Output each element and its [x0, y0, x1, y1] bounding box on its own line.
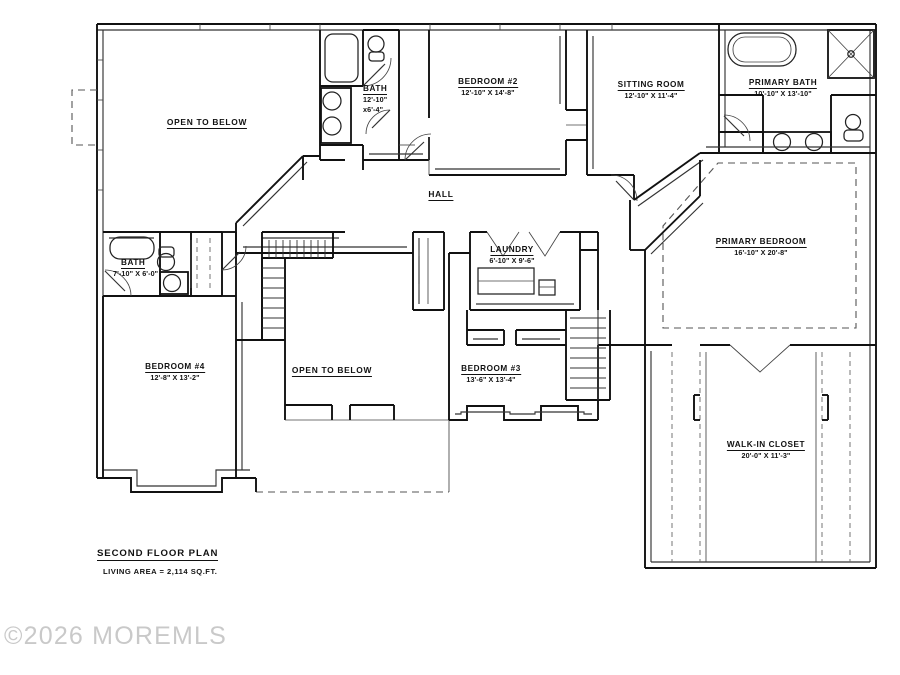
- room-name: BEDROOM #4: [145, 362, 205, 374]
- room-dimensions: 7'-10" X 6'-0": [113, 269, 159, 279]
- room-name: HALL: [428, 189, 454, 202]
- bedroom-3: [448, 252, 566, 346]
- upper-bath: [319, 29, 432, 170]
- room-name: BEDROOM #2: [458, 77, 518, 89]
- upper-left-open-to-below: [71, 24, 613, 227]
- plan-title: SECOND FLOOR PLAN: [97, 548, 219, 561]
- room-dimensions: 12'-10" X 14'-8": [461, 88, 515, 98]
- room-dimensions: 6'-10" X 9'-6": [489, 256, 535, 266]
- left-bath: [103, 231, 247, 297]
- room-dimensions: 16'-10" X 20'-8": [734, 248, 788, 258]
- hall-and-stairs: [235, 156, 445, 341]
- room-name: BEDROOM #3: [461, 364, 521, 376]
- room-name: BATH: [363, 84, 388, 96]
- room-name: PRIMARY BATH: [748, 78, 818, 90]
- lower-stairs: [565, 310, 611, 401]
- room-label-walk-in-closet: WALK-IN CLOSET 20'-0" X 11'-3": [726, 440, 806, 461]
- room-label-laundry: LAUNDRY 6'-10" X 9'-6": [489, 245, 534, 266]
- title-block: SECOND FLOOR PLAN LIVING AREA = 2,114 SQ…: [97, 543, 219, 576]
- primary-bath: [700, 24, 876, 154]
- room-label-primary-bedroom: PRIMARY BEDROOM 16'-10" X 20'-8": [715, 237, 807, 258]
- room-label-bedroom-3: BEDROOM #3 13'-6" X 13'-4": [461, 364, 521, 385]
- room-dimensions-line2: x6'-4": [363, 104, 384, 114]
- bedroom-4: [102, 296, 243, 478]
- room-label-bedroom-2: BEDROOM #2 12'-10" X 14'-8": [458, 77, 518, 98]
- room-name: OPEN TO BELOW: [166, 117, 248, 130]
- room-dimensions: 20'-0" X 11'-3": [741, 451, 791, 461]
- primary-bedroom: [629, 160, 876, 373]
- room-name: BATH: [121, 258, 146, 270]
- bedroom-2: [428, 30, 588, 176]
- sitting-room: [586, 30, 719, 207]
- room-label-open-to-below-upper: OPEN TO BELOW: [166, 117, 248, 130]
- room-label-bath-left: BATH 7'-10" X 6'-0": [113, 258, 158, 279]
- room-label-primary-bath: PRIMARY BATH 10'-10" X 13'-10": [748, 78, 818, 99]
- room-dimensions: 13'-6" X 13'-4": [466, 375, 516, 385]
- room-name: LAUNDRY: [490, 245, 534, 257]
- room-label-sitting-room: SITTING ROOM 12'-10" X 11'-4": [617, 80, 685, 101]
- lower-open-to-below: [236, 310, 450, 421]
- room-label-bedroom-4: BEDROOM #4 12'-8" X 13'-2": [145, 362, 205, 383]
- copyright-watermark: ©2026 MOREMLS: [4, 622, 227, 650]
- room-name: OPEN TO BELOW: [291, 365, 373, 378]
- walk-in-closet: [645, 344, 851, 562]
- living-area-text: LIVING AREA = 2,114 SQ.FT.: [103, 567, 218, 576]
- room-label-open-to-below-lower: OPEN TO BELOW: [291, 365, 373, 378]
- room-dimensions-line1: 12'-10": [363, 95, 388, 105]
- room-name: WALK-IN CLOSET: [726, 440, 806, 452]
- room-dimensions: 12'-10" X 11'-4": [624, 91, 678, 101]
- room-name: PRIMARY BEDROOM: [715, 237, 807, 249]
- room-label-bath-upper: BATH 12'-10" x6'-4": [363, 84, 388, 114]
- room-dimensions: 12'-8" X 13'-2": [150, 373, 200, 383]
- laundry: [469, 231, 599, 311]
- room-dimensions: 10'-10" X 13'-10": [754, 89, 812, 99]
- room-name: SITTING ROOM: [617, 80, 685, 92]
- room-label-hall: HALL: [428, 189, 454, 202]
